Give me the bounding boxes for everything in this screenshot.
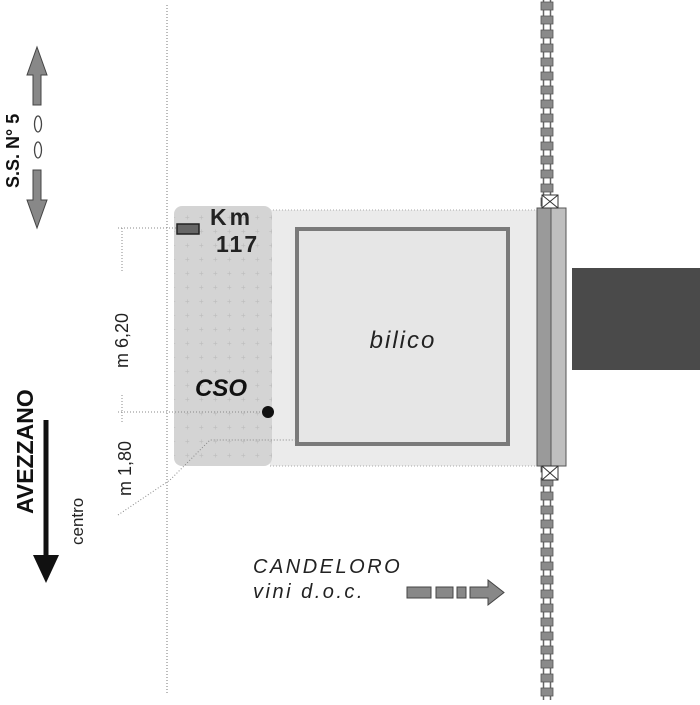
- railway-tie: [540, 617, 554, 627]
- barrier-cross-bottom: [541, 465, 559, 481]
- dimension-upper: m 6,20: [112, 313, 132, 368]
- railway-tie: [540, 673, 554, 683]
- railway-tie: [540, 603, 554, 613]
- railway-tie: [540, 29, 554, 39]
- railway-tie: [540, 99, 554, 109]
- km-marker-post: [176, 223, 200, 235]
- railway-tie: [540, 589, 554, 599]
- cso-point: [262, 406, 274, 418]
- dark-building: [572, 268, 700, 370]
- barrier-cross-top: [541, 194, 559, 209]
- road-name: S.S. N° 5: [3, 114, 23, 188]
- direction-arrow-down: [33, 420, 59, 583]
- railway-tie: [540, 547, 554, 557]
- railway-tie: [540, 575, 554, 585]
- railway-tie: [540, 631, 554, 641]
- railway-tie: [540, 43, 554, 53]
- railway-tie: [540, 183, 554, 193]
- platform-bilico: [295, 227, 510, 446]
- railway-tie: [540, 113, 554, 123]
- direction-city: AVEZZANO: [12, 389, 38, 514]
- ellipse-pair-icon: [33, 115, 43, 159]
- railway-tie: [540, 71, 554, 81]
- railway-tie: [540, 155, 554, 165]
- railway-tie: [540, 505, 554, 515]
- cso-label: CSO: [195, 375, 247, 402]
- km-label: Km: [210, 204, 253, 230]
- cso-area: [174, 206, 272, 466]
- railway-tie: [540, 645, 554, 655]
- km-value: 117: [216, 231, 259, 257]
- sign-line1: CANDELORO: [253, 556, 402, 578]
- road-arrow-up: [26, 45, 48, 106]
- railway-tie: [540, 561, 554, 571]
- railway-tie: [540, 57, 554, 67]
- railway-tie: [540, 687, 554, 697]
- dimension-guides: [117, 227, 300, 516]
- railway-tie: [540, 141, 554, 151]
- railway-tie: [540, 127, 554, 137]
- railway-tie: [540, 15, 554, 25]
- road-arrow-down: [26, 169, 48, 230]
- railway-tie: [540, 491, 554, 501]
- dimension-lower: m 1,80: [115, 441, 135, 496]
- railway-tie: [540, 85, 554, 95]
- railway-tie: [540, 1, 554, 11]
- railway-tie: [540, 659, 554, 669]
- railway-tie: [540, 169, 554, 179]
- direction-sub: centro: [68, 498, 87, 545]
- railway-tie: [540, 533, 554, 543]
- sign-line2: vini d.o.c.: [253, 581, 365, 603]
- platform-label: bilico: [370, 327, 437, 354]
- barrier-panel: [550, 207, 567, 467]
- sign-arrow-right: [406, 578, 505, 607]
- railway-tie: [540, 519, 554, 529]
